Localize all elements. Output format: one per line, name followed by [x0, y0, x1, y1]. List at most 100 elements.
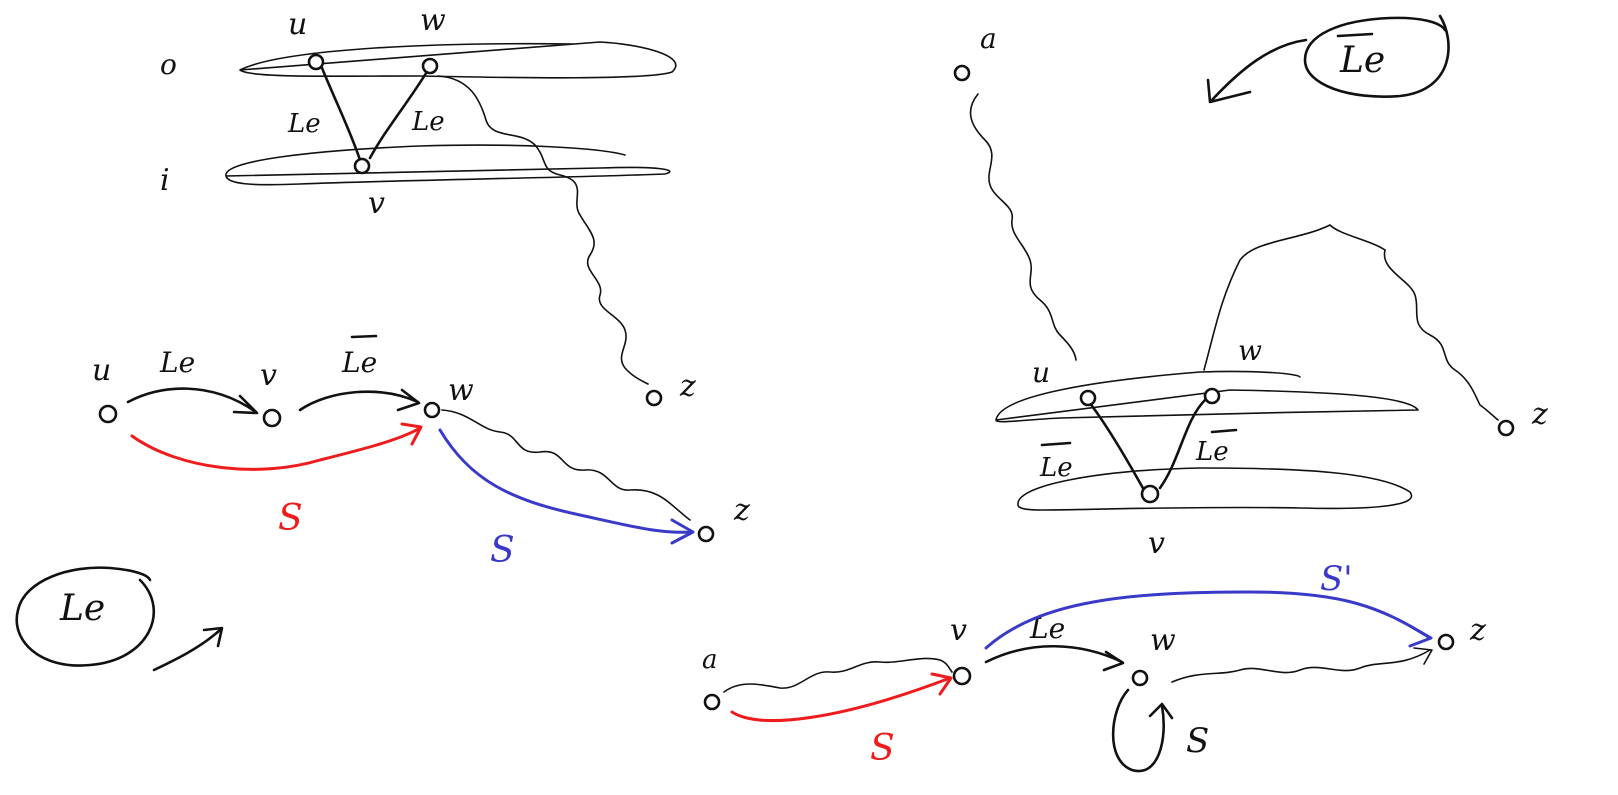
small-arrow-up-right-head [202, 626, 224, 648]
blue-arrow-w-z [438, 428, 694, 534]
edge-u-v-label: Le [159, 346, 195, 379]
edge-w-v-label-bar [1210, 428, 1238, 434]
self-loop-w [1111, 688, 1165, 773]
curved-arrow-left [1210, 38, 1308, 102]
edge-v-w-label: Le [341, 346, 377, 379]
node-v-label: v [1148, 526, 1165, 561]
circle-right-bar [1336, 32, 1374, 38]
node-a [703, 693, 721, 711]
node-w-label: w [420, 3, 446, 38]
small-arrow-up-right [152, 628, 222, 672]
blue-arrow-v-z [984, 590, 1432, 650]
edge-u-v [320, 66, 362, 162]
edge-v-w-label-bar [350, 334, 378, 339]
node-u [1079, 389, 1097, 407]
level-i-label: i [160, 163, 170, 198]
node-u-label: u [288, 7, 307, 42]
circle-left-outline [15, 566, 156, 667]
wavy-w-z [437, 75, 649, 385]
circle-left-group: Le [15, 566, 224, 672]
top-right-diagram: a u w v Le Le z [953, 22, 1548, 561]
blue-arrow-v-z-head [1408, 624, 1433, 648]
node-w [1203, 387, 1221, 405]
node-z-label: z [1531, 397, 1548, 432]
node-z [697, 525, 715, 543]
node-v-label: v [260, 358, 277, 393]
edge-u-v-label: Le [287, 109, 321, 139]
blue-label: S [490, 530, 515, 571]
node-z-label: z [733, 493, 750, 528]
red-arrow-a-v [730, 676, 952, 723]
node-v-label: v [368, 186, 385, 221]
level-o-blob [239, 41, 677, 79]
edge-u-v-label-bar [1040, 441, 1072, 447]
edge-v-w [984, 644, 1124, 664]
node-v [952, 666, 972, 686]
curved-arrow-left-head [1206, 78, 1252, 104]
node-u-label: u [92, 353, 111, 388]
wavy-w-z-head [1413, 647, 1433, 665]
wire-w-up [1203, 224, 1386, 371]
circle-right-group: Le [1206, 14, 1450, 104]
node-u [307, 53, 325, 71]
level-o-label: o [160, 48, 177, 81]
node-u-label: u [1032, 356, 1050, 389]
edge-u-v [1090, 404, 1146, 492]
node-z [1497, 419, 1515, 437]
edge-w-v [1158, 398, 1207, 490]
node-a-label: a [702, 645, 718, 675]
node-a-label: a [980, 22, 997, 55]
node-z-label: z [679, 369, 696, 404]
edge-u-v [126, 387, 258, 414]
top-left-diagram: o i u w v Le Le z [160, 3, 696, 407]
edge-w-v-label: Le [1195, 437, 1229, 467]
circle-right-outline [1303, 14, 1450, 98]
edge-u-v-label: Le [1039, 453, 1073, 483]
edge-w-v [368, 68, 430, 160]
node-v [353, 157, 371, 175]
node-z [645, 389, 663, 407]
circle-left-text: Le [59, 588, 105, 629]
edge-u-v-arrowhead [232, 394, 259, 415]
bottom-right-diagram: a v w S Le S' S z [702, 559, 1486, 773]
node-a [953, 64, 971, 82]
node-w-label: w [1238, 334, 1262, 367]
node-z [1437, 633, 1455, 651]
blue-arrow-w-z-head [670, 518, 695, 545]
node-w-label: w [448, 373, 474, 408]
edge-w-v-label: Le [411, 107, 445, 137]
node-w-label: w [1150, 623, 1176, 658]
node-w [1131, 669, 1149, 687]
level-i-blob [225, 144, 671, 186]
circle-right-text: Le [1339, 40, 1385, 81]
wavy-top-z [1383, 249, 1499, 421]
wavy-a-v [723, 657, 953, 693]
level-bottom-blob [1017, 467, 1413, 511]
node-v-label: v [950, 613, 967, 648]
node-v [1140, 484, 1160, 504]
red-arrow-u-w [130, 426, 422, 471]
self-loop-w-head [1148, 702, 1174, 720]
red-arrow-a-v-head [930, 672, 953, 696]
edge-v-w-arrowhead [396, 388, 421, 412]
wavy-w-z [441, 409, 691, 521]
wavy-w-z [1171, 649, 1431, 683]
node-u [98, 404, 118, 424]
edge-v-w-arrowhead [1102, 650, 1125, 672]
edge-v-w-label: Le [1029, 612, 1065, 645]
wavy-a-u [969, 93, 1077, 361]
loop-label: S [1186, 721, 1209, 761]
red-arrow-u-w-head [400, 422, 423, 446]
node-w [423, 401, 441, 419]
node-v [262, 408, 282, 428]
red-label: S [870, 728, 895, 769]
node-w [421, 57, 439, 75]
blue-label: S' [1320, 559, 1353, 599]
node-z-label: z [1469, 613, 1486, 648]
level-top-blob [995, 370, 1419, 423]
edge-v-w [298, 390, 420, 412]
red-label: S [278, 498, 303, 539]
mid-left-diagram: u v w Le Le S S z [92, 334, 750, 571]
